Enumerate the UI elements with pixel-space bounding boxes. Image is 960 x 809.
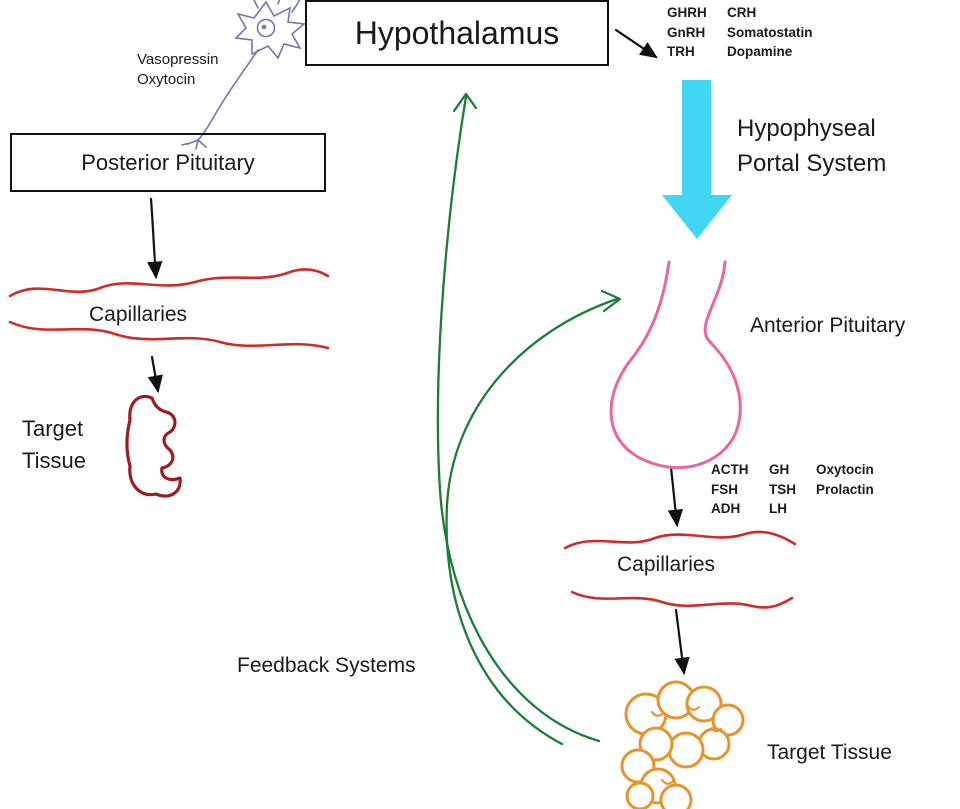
target-tissue-right-shape [620,680,745,809]
releasing-hormone-list-2: CRH Somatostatin Dopamine [727,5,813,60]
feedback-curve-to-anterior-pituitary [445,289,622,746]
arrow-capillaries-to-target-left [147,355,163,394]
capillaries-left-label: Capillaries [89,303,188,326]
arrow-posterior-to-capillaries [147,197,163,280]
anterior-hormone-list-1: ACTH FSH ADH [711,462,749,517]
target-tissue-left-label: Target Tissue [22,416,86,473]
arrow-anterior-to-capillaries [667,465,684,528]
posterior-pituitary-box: Posterior Pituitary [10,133,326,192]
feedback-systems-label: Feedback Systems [237,654,416,677]
target-tissue-right-label: Target Tissue [767,741,892,764]
arrow-hypothalamus-to-hormones [614,28,658,59]
hypothalamus-label: Hypothalamus [354,14,560,51]
anterior-pituitary-shape [609,260,742,470]
portal-block-arrow-icon [662,80,732,239]
anterior-hormone-list-3: Oxytocin Prolactin [816,462,874,497]
posterior-pituitary-label: Posterior Pituitary [81,149,255,175]
neurohormone-list: Vasopressin Oxytocin [137,51,219,89]
feedback-curve-to-hypothalamus [436,92,601,743]
releasing-hormone-list-1: GHRH GnRH TRH [667,5,707,60]
capillaries-right-label: Capillaries [617,553,716,576]
target-tissue-left-shape [125,394,182,498]
hypothalamus-box: Hypothalamus [305,0,609,66]
anterior-pituitary-label: Anterior Pituitary [750,314,906,337]
arrow-capillaries-to-target-right [674,608,690,676]
portal-system-label: Hypophyseal Portal System [737,115,887,177]
anterior-hormone-list-2: GH TSH LH [769,462,796,517]
